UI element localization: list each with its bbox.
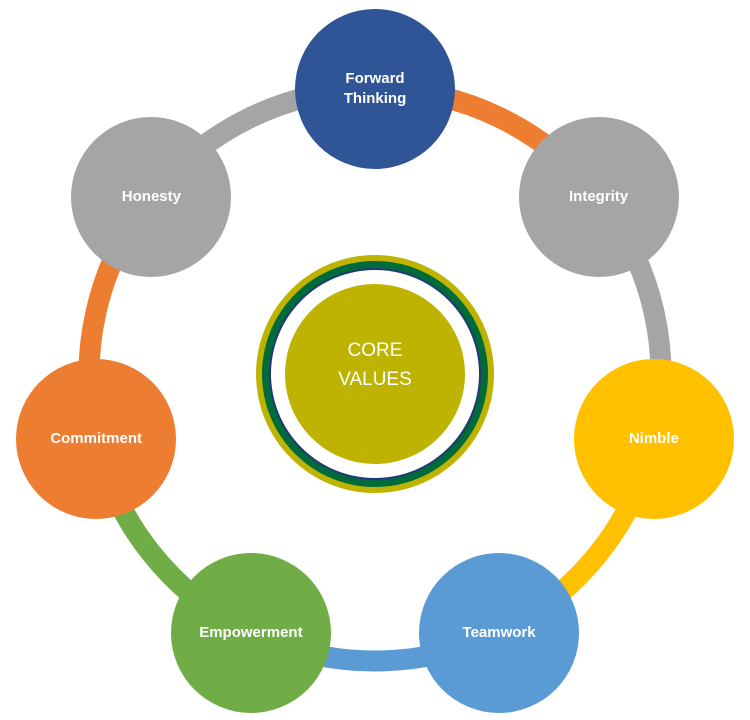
node-label-teamwork: Teamwork bbox=[462, 623, 536, 641]
core-values-center: CORE VALUES bbox=[285, 284, 465, 464]
node-honesty: Honesty bbox=[71, 116, 232, 277]
core-values-label: CORE VALUES bbox=[338, 340, 412, 390]
node-teamwork: Teamwork bbox=[419, 552, 580, 713]
node-label-forward-thinking: Forward Thinking bbox=[343, 70, 407, 107]
node-commitment: Commitment bbox=[16, 358, 177, 519]
node-label-empowerment: Empowerment bbox=[199, 623, 303, 641]
node-label-commitment: Commitment bbox=[50, 429, 142, 447]
node-forward-thinking: Forward Thinking bbox=[295, 9, 455, 169]
node-label-honesty: Honesty bbox=[121, 187, 181, 205]
node-label-integrity: Integrity bbox=[569, 187, 629, 205]
node-integrity: Integrity bbox=[518, 116, 679, 277]
node-nimble: Nimble bbox=[573, 358, 734, 519]
node-empowerment: Empowerment bbox=[170, 552, 331, 713]
node-label-nimble: Nimble bbox=[628, 429, 679, 447]
